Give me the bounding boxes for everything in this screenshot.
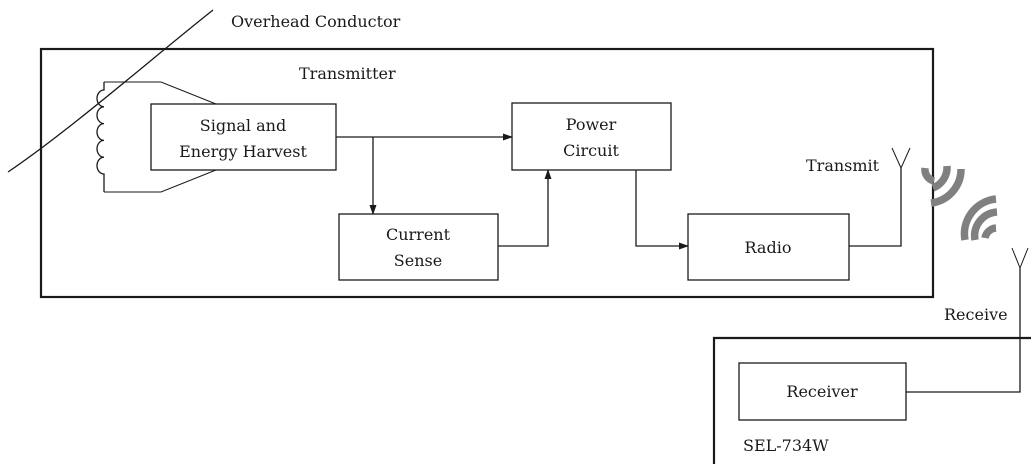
coil-icon xyxy=(96,81,217,193)
radio-to-antenna-wire xyxy=(849,168,902,247)
wireless-signal-icon xyxy=(921,165,998,241)
sel-frame xyxy=(712,336,1031,464)
current-sense-line2: Sense xyxy=(394,251,442,270)
transmit-antenna-icon xyxy=(891,147,911,169)
transmitter-label: Transmitter xyxy=(299,64,396,83)
transmit-label: Transmit xyxy=(806,156,880,175)
signal-harvest-line1: Signal and xyxy=(200,116,286,135)
receive-antenna-icon xyxy=(1011,247,1029,269)
current-sense-block: Current Sense xyxy=(338,213,499,281)
arrow-power-to-radio xyxy=(635,170,689,250)
current-sense-line1: Current xyxy=(386,225,451,244)
power-circuit-line2: Circuit xyxy=(563,141,619,160)
radio-label: Radio xyxy=(745,238,792,257)
receiver-label: Receiver xyxy=(786,382,858,401)
power-circuit-line1: Power xyxy=(566,115,617,134)
power-circuit-block: Power Circuit xyxy=(511,102,672,171)
receive-label: Receive xyxy=(944,305,1008,324)
arrow-sense-to-power xyxy=(498,169,552,247)
antenna-to-receiver-wire xyxy=(906,268,1021,393)
overhead-conductor-line xyxy=(7,9,214,173)
sel-label: SEL-734W xyxy=(743,436,829,455)
transmitter-frame xyxy=(39,47,935,299)
signal-harvest-line2: Energy Harvest xyxy=(179,142,307,161)
receiver-block: Receiver xyxy=(738,362,907,421)
signal-harvest-block: Signal and Energy Harvest xyxy=(150,103,337,171)
radio-block: Radio xyxy=(687,213,850,281)
overhead-conductor-label: Overhead Conductor xyxy=(231,12,401,31)
